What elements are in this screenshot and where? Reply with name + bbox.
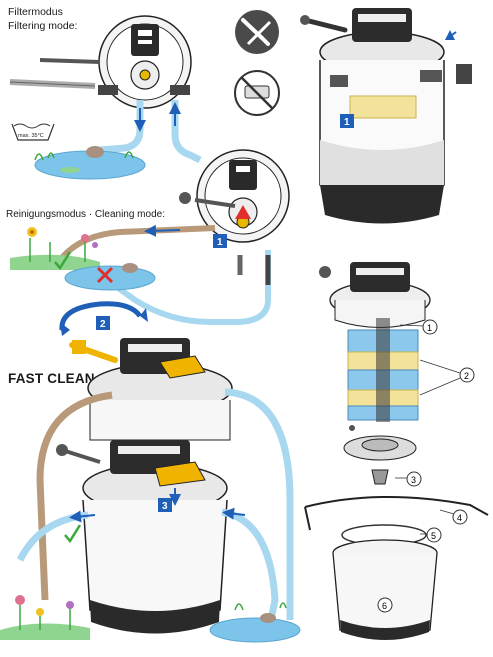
part-badge-1: 1	[422, 319, 438, 335]
filter-mode-label-de: Filtermodus	[8, 6, 63, 18]
clamp-ring	[304, 495, 489, 531]
part-badge-4: 4	[452, 509, 468, 525]
uv-base-plate	[343, 425, 417, 485]
step3-badge	[158, 498, 172, 512]
tool-icon-forbidden	[234, 70, 280, 116]
hose-return-cleaning	[98, 250, 271, 325]
hose-out-filtering	[99, 100, 144, 154]
hose-dirty-fast-clean	[36, 391, 113, 601]
step1-label-cleaning: 1	[217, 237, 223, 248]
part-number-3: 3	[411, 475, 416, 485]
garden-bottom	[0, 595, 90, 640]
part-badge-6: 6	[377, 597, 393, 613]
cleaning-handle-rod	[194, 198, 236, 208]
check-icon-fast-clean	[64, 524, 82, 544]
part-badge-5: 5	[426, 527, 442, 543]
step2-label: 2	[100, 319, 106, 330]
step2-badge	[96, 316, 110, 330]
step1-badge-cleaning	[213, 234, 227, 248]
hose-clean-fast-clean	[224, 388, 294, 620]
fast-clean-filter-lower	[82, 440, 228, 634]
step1-label-top-right: 1	[344, 117, 350, 128]
part-number-5: 5	[431, 531, 436, 541]
filter-container	[332, 539, 438, 640]
hose-in-filtering	[171, 100, 202, 164]
wash-35-symbol: max. 35°C	[11, 123, 55, 141]
step3-label: 3	[162, 501, 168, 512]
fast-clean-filter-upper	[87, 338, 233, 441]
warning-icon	[235, 205, 251, 219]
handle-rod	[39, 58, 101, 64]
filter-side-view-top-right	[300, 8, 472, 224]
filter-mode-label-en: Filtering mode:	[8, 20, 78, 32]
fast-clean-label: FAST CLEAN	[8, 371, 95, 386]
pond-bottom	[209, 602, 301, 643]
tool-icon-allowed	[235, 10, 279, 54]
cross-icon-pond	[96, 266, 114, 284]
cleaning-mode-label: Reinigungsmodus · Cleaning mode:	[6, 209, 165, 220]
hose-in-lower	[221, 508, 279, 626]
sponge-stack	[347, 318, 419, 422]
part-number-4: 4	[457, 513, 462, 523]
filter-top-view-filtering	[98, 15, 192, 109]
part-number-6: 6	[382, 601, 387, 611]
pond-filtering	[34, 146, 146, 180]
step1-badge-top-right	[340, 114, 354, 128]
check-icon-garden	[54, 251, 72, 271]
arrow-up-icon	[445, 30, 455, 40]
exploded-filter-head	[319, 262, 431, 328]
part-badge-2: 2	[459, 367, 475, 383]
wash-temp-text: max. 35°C	[18, 133, 44, 139]
part-number-2: 2	[464, 371, 469, 381]
hose-dirty-cleaning	[57, 225, 216, 262]
hose-out-lower	[16, 511, 89, 562]
part-number-1: 1	[427, 323, 432, 333]
part-badge-3: 3	[406, 471, 422, 487]
rotate-arrow-icon	[59, 301, 143, 331]
